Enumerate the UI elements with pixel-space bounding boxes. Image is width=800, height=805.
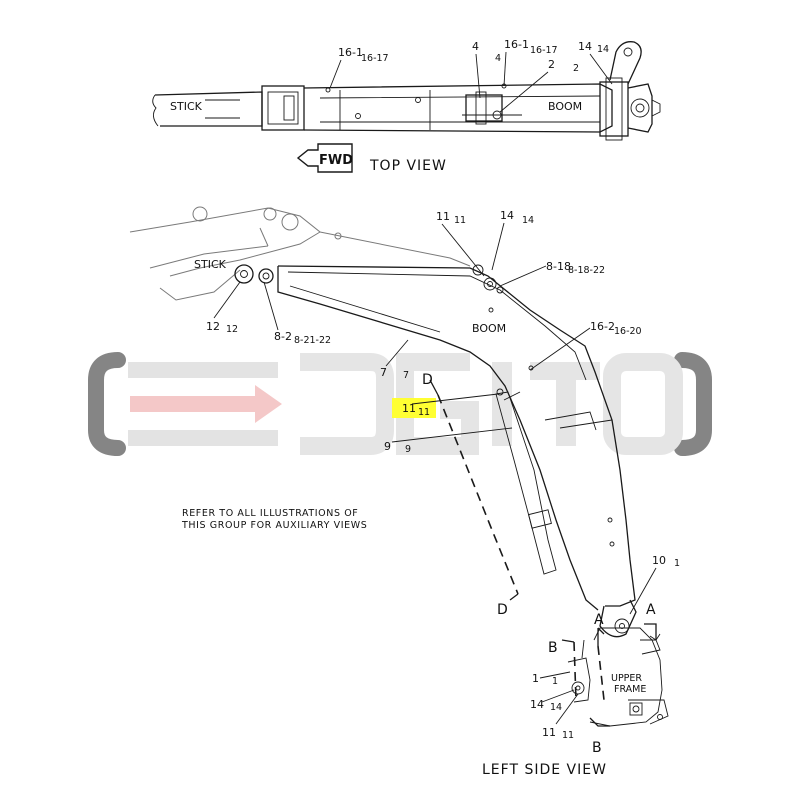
highlight-11 [392,398,436,418]
callout-2: 2 [548,58,555,71]
callout-16-17-truncated-b: 16-1 [504,38,529,51]
label-frame: FRAME [614,684,646,695]
callout-8-21-22: 8-21-22 [294,335,331,346]
callout-12-small: 12 [226,324,238,335]
top-view-drawing [152,41,661,141]
callout-4-small: 4 [495,53,501,64]
callout-16-17-b: 16-17 [530,45,558,56]
callout-14-side-small: 14 [522,215,534,226]
callout-14-bottom-small: 14 [550,702,562,713]
callout-11-bottom-small: 11 [562,730,574,741]
callout-7: 7 [380,366,387,379]
section-d-bottom: D [497,602,509,618]
section-b-markers [561,639,610,727]
callout-11-top-small: 11 [454,215,466,226]
callout-8-18-22: 8-18-22 [568,265,605,276]
callout-9-small: 9 [405,444,411,455]
section-a-markers [597,623,661,701]
fwd-arrow: FWD [296,143,353,173]
fwd-label: FWD [319,153,353,168]
callout-14-top-small: 14 [597,44,609,55]
callout-11-highlighted: 11 [402,402,416,415]
section-a-right: A [646,602,657,618]
label-boom-side: BOOM [472,322,506,335]
callout-12: 12 [206,320,220,333]
top-view-callouts: STICK BOOM 16-1 16-17 4 4 16-1 16-17 2 1… [170,38,613,174]
side-view-drawing [129,206,669,727]
callout-14-side: 14 [500,209,514,222]
callout-1-small: 1 [552,676,558,687]
watermark [88,352,712,456]
callout-9: 9 [384,440,391,453]
section-b-bottom: B [592,740,603,756]
callout-14-top: 14 [578,40,592,53]
label-stick-side: STICK [194,258,227,271]
left-side-view-title: LEFT SIDE VIEW [482,762,607,778]
callout-7-small: 7 [403,370,409,381]
section-d-line [429,379,519,601]
callout-16-20: 16-20 [614,326,642,337]
section-d-top: D [422,372,434,388]
callout-11-top: 11 [436,210,450,223]
callout-4: 4 [472,40,479,53]
callout-14-bottom: 14 [530,698,544,711]
notes: REFER TO ALL ILLUSTRATIONS OF THIS GROUP… [181,508,607,778]
section-b-top: B [548,640,559,656]
label-boom-top: BOOM [548,100,582,113]
section-a-left: A [594,612,605,628]
top-view-title: TOP VIEW [369,158,447,174]
callout-16-17-truncated: 16-1 [338,46,363,59]
note-line-1: REFER TO ALL ILLUSTRATIONS OF [182,508,358,519]
side-view-callouts: STICK BOOM UPPER FRAME 11 11 14 14 8-18 … [194,209,680,756]
callout-8-21-truncated: 8-2 [274,330,292,343]
callout-1: 1 [532,672,539,685]
label-stick-top: STICK [170,100,203,113]
callout-11-highlighted-small: 11 [418,407,430,418]
callout-16-20-truncated: 16-2 [590,320,615,333]
callout-11-bottom: 11 [542,726,556,739]
callout-16-17: 16-17 [361,53,389,64]
callout-10: 10 [652,554,666,567]
callout-8-18-truncated: 8-18 [546,260,571,273]
label-upper: UPPER [611,673,642,684]
callout-2-small: 2 [573,63,579,74]
callout-10-truncated: 1 [674,558,680,569]
note-line-2: THIS GROUP FOR AUXILIARY VIEWS [181,520,367,531]
